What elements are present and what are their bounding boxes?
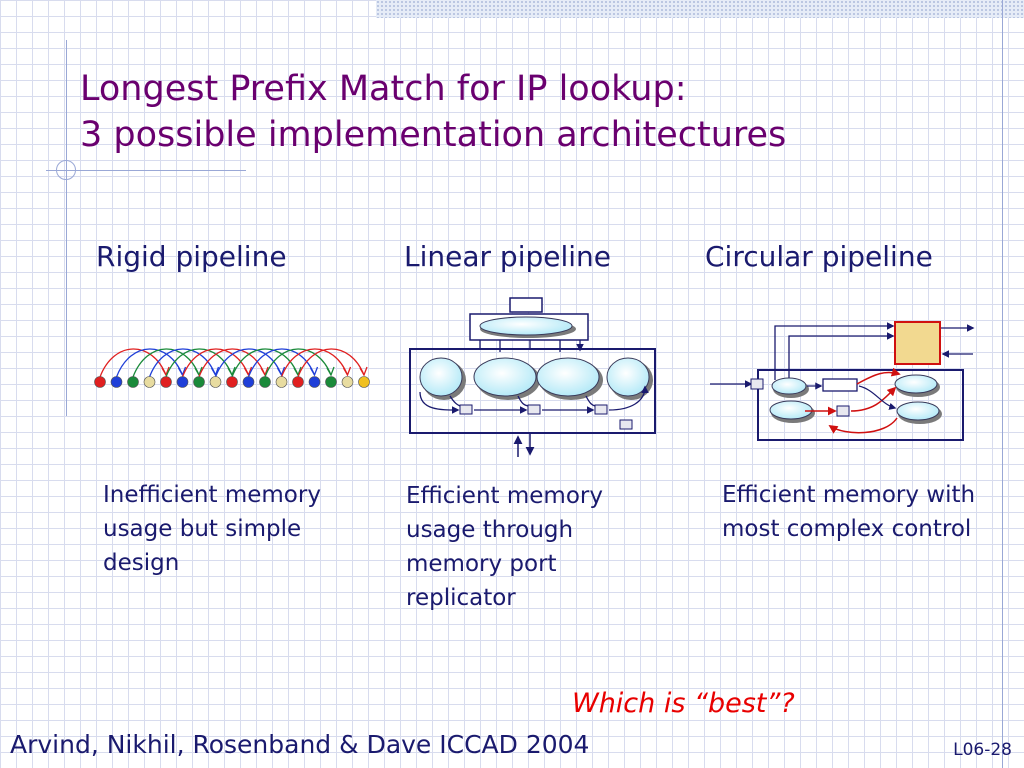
pipeline-arc: [231, 348, 299, 378]
slide-title: Longest Prefix Match for IP lookup: 3 po…: [80, 66, 786, 158]
memory-cloud: [473, 357, 540, 400]
pipeline-node: [259, 376, 271, 388]
linear-pipeline-heading: Linear pipeline: [404, 240, 612, 273]
slide-number: L06-28: [953, 740, 1012, 760]
memory-clouds: [419, 357, 653, 400]
pipeline-arc: [264, 348, 332, 378]
memory-cloud: [536, 357, 603, 400]
io-arrows: [513, 433, 535, 457]
input-fifo: [750, 378, 764, 390]
pipeline-arc: [99, 348, 167, 378]
pipeline-arc: [247, 348, 316, 378]
pipeline-node: [325, 376, 337, 388]
right-rule-line: [1002, 0, 1003, 768]
rigid-pipeline-heading: Rigid pipeline: [96, 240, 287, 273]
pipeline-arrows: [419, 385, 649, 414]
memory-cloud: [606, 357, 653, 400]
title-line-2: 3 possible implementation architectures: [80, 115, 787, 155]
pipeline-arc-arrowhead: [177, 366, 187, 377]
pipeline-node: [292, 376, 304, 388]
which-is-best-question: Which is “best”?: [572, 688, 795, 719]
memory-cloud: [896, 401, 942, 424]
memory-unit: [894, 321, 941, 365]
linear-pipeline-frame: [409, 348, 656, 434]
pipeline-arc-arrowhead: [194, 366, 203, 377]
pipeline-node: [226, 376, 238, 388]
title-line-1: Longest Prefix Match for IP lookup:: [80, 69, 687, 109]
red-feedback-arrows: [805, 367, 901, 434]
pipeline-arc-arrowhead: [359, 366, 368, 377]
pipeline-arc-arrowhead: [260, 366, 269, 377]
pipeline-node: [94, 376, 106, 388]
pipeline-arc: [148, 348, 217, 378]
memory-cloud: [419, 357, 466, 400]
fifo-queue: [594, 404, 608, 415]
pipeline-arc: [214, 348, 283, 378]
memory-cloud: [894, 374, 940, 397]
pipeline-node: [127, 376, 139, 388]
memory-clouds: [769, 374, 942, 424]
fifo-queue: [619, 419, 633, 430]
pipeline-node: [176, 376, 189, 388]
pipeline-arc-arrowhead: [293, 366, 302, 377]
memory-cloud: [771, 377, 809, 398]
left-rule-line: [66, 40, 67, 416]
fifo-queues: [459, 404, 633, 430]
pipeline-arc: [280, 348, 349, 378]
pipeline-arc: [132, 348, 200, 378]
rigid-arcs: [99, 348, 368, 378]
fifo-queue: [836, 405, 850, 417]
port-replicator: [469, 297, 589, 352]
memory-cloud: [769, 400, 815, 423]
footer-authors: Arvind, Nikhil, Rosenband & Dave ICCAD 2…: [10, 730, 590, 759]
linear-pipeline-diagram: [409, 297, 656, 457]
linear-pipeline-description: Efficient memory usage through memory po…: [406, 483, 603, 611]
pipeline-arc: [181, 348, 250, 378]
pipeline-arc-arrowhead: [161, 366, 170, 377]
rigid-pipeline-diagram: [94, 348, 370, 388]
pipeline-arc-arrowhead: [276, 366, 286, 377]
top-decorative-band: [376, 0, 1024, 18]
pipeline-node: [358, 376, 370, 388]
circular-pipeline-diagram: [710, 321, 975, 441]
pipeline-node: [275, 376, 288, 388]
pipeline-node: [308, 376, 321, 388]
pipeline-node: [341, 376, 354, 388]
pipeline-arc-arrowhead: [210, 366, 220, 377]
rigid-nodes: [94, 376, 370, 388]
pipeline-node: [110, 376, 123, 388]
pipeline-node: [193, 376, 205, 388]
pipeline-arc-arrowhead: [309, 366, 319, 377]
pipeline-arc-arrowhead: [326, 366, 335, 377]
fifo-queue: [459, 404, 473, 415]
pipeline-arc-arrowhead: [342, 366, 352, 377]
pipeline-arc: [297, 348, 365, 378]
pipeline-arc-arrowhead: [243, 366, 253, 377]
control-paths: [710, 322, 975, 388]
pipeline-arc-arrowhead: [227, 366, 236, 377]
rigid-pipeline-description: Inefficient memory usage but simple desi…: [103, 482, 321, 576]
circular-pipeline-heading: Circular pipeline: [705, 240, 933, 273]
pipeline-arc: [198, 348, 266, 378]
lookup-buffer: [822, 378, 858, 392]
navy-small-arrows: [807, 382, 897, 410]
pipeline-arc: [165, 348, 233, 378]
circular-pipeline-frame: [757, 369, 964, 441]
pipeline-node: [143, 376, 156, 388]
pipeline-node: [160, 376, 172, 388]
title-underline-rule: [46, 170, 246, 171]
fifo-queue: [527, 404, 541, 415]
pipeline-node: [209, 376, 222, 388]
circular-pipeline-description: Efficient memory with most complex contr…: [722, 482, 976, 542]
crosshair-decoration: [56, 160, 76, 180]
pipeline-node: [242, 376, 255, 388]
pipeline-arc: [115, 348, 184, 378]
